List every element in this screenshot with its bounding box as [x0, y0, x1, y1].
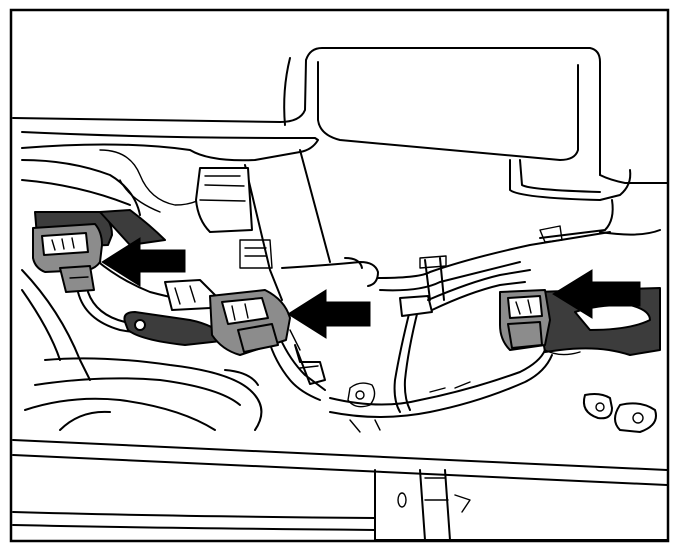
arrow-left-icon: [552, 269, 641, 319]
arrow-left-connector: [101, 237, 186, 287]
figure-frame: [9, 8, 670, 543]
vehicle-body-outline: [12, 47, 668, 541]
wire-harness: [77, 259, 553, 433]
arrow-right-connector: [552, 269, 641, 319]
arrow-center-connector: [287, 289, 371, 339]
connector-center: [123, 279, 301, 356]
arrow-left-icon: [287, 289, 371, 339]
arrow-left-icon: [101, 237, 186, 287]
connector-left: [32, 209, 166, 293]
